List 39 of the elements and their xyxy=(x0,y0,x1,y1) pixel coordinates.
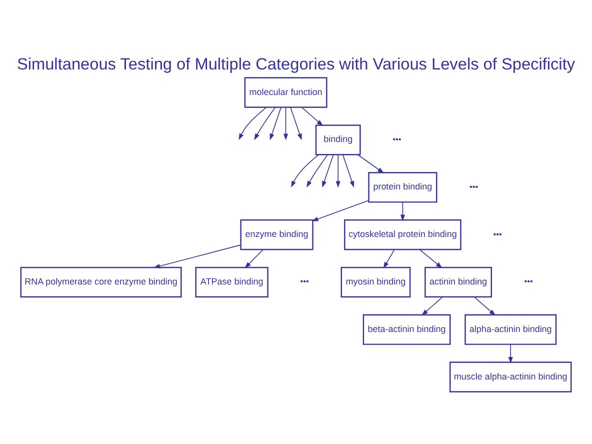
arrow xyxy=(322,154,334,188)
arrow xyxy=(474,296,496,316)
node-box: beta-actinin binding xyxy=(362,314,451,344)
node-box: ATPase binding xyxy=(195,266,268,297)
arrow xyxy=(306,154,328,188)
arrow xyxy=(283,106,288,140)
node-box: actinin binding xyxy=(424,266,492,297)
arrow xyxy=(342,154,354,188)
node-box: cytoskeletal protein binding xyxy=(344,218,462,250)
arrow xyxy=(312,200,370,221)
arrow xyxy=(421,296,443,316)
node-box: RNA polymerase core enzyme binding xyxy=(20,266,182,297)
arrow xyxy=(290,106,302,140)
node-box: molecular function xyxy=(244,76,328,108)
arrow xyxy=(238,106,267,140)
arrow xyxy=(153,244,242,268)
label: ••• xyxy=(493,229,502,238)
arrow xyxy=(336,154,340,188)
node-box: enzyme binding xyxy=(240,218,314,250)
node-box: binding xyxy=(315,124,361,155)
arrow xyxy=(383,248,395,268)
label: ••• xyxy=(300,276,309,286)
arrow xyxy=(301,106,324,126)
diagram-title: Simultaneous Testing of Multiple Categories with Various Levels of Specificity xyxy=(16,55,576,74)
node-box: alpha-actinin binding xyxy=(464,314,557,344)
node-box: muscle alpha-actinin binding xyxy=(450,361,572,392)
arrow xyxy=(400,201,405,221)
arrow xyxy=(244,248,264,268)
label: ••• xyxy=(524,276,533,286)
node-box: myosin binding xyxy=(340,266,411,297)
node-box: protein binding xyxy=(368,172,438,202)
arrow xyxy=(291,154,319,188)
arrow xyxy=(419,248,442,268)
arrow xyxy=(357,154,384,173)
arrow xyxy=(270,106,282,140)
arrow xyxy=(508,344,513,364)
arrow xyxy=(254,106,276,140)
label: ••• xyxy=(392,134,402,144)
label: ••• xyxy=(470,182,478,191)
